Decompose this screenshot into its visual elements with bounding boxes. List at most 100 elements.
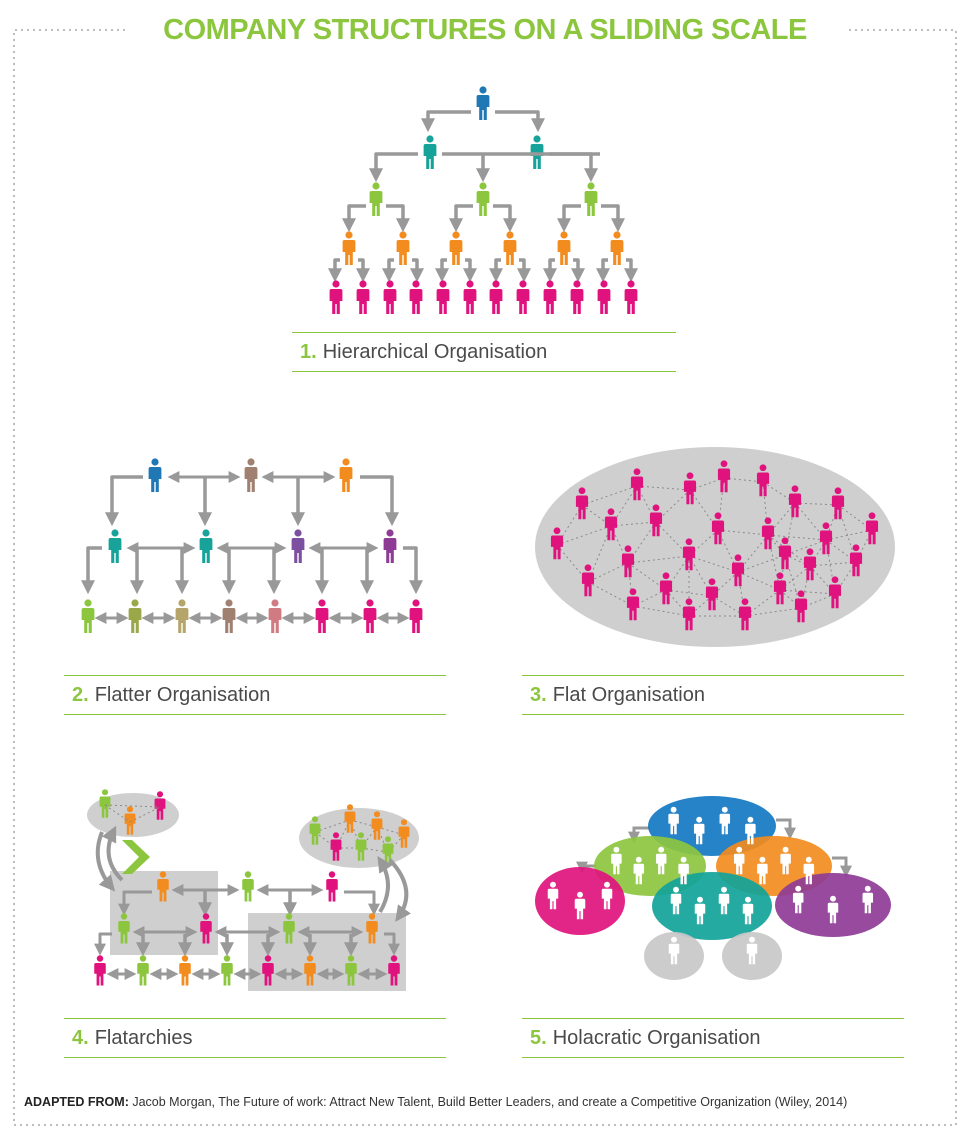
section-1-label: Hierarchical Organisation (322, 341, 548, 363)
person-icon (179, 955, 191, 986)
curved-arrow-icon (95, 831, 116, 892)
person-icon (137, 955, 149, 986)
person-icon (326, 871, 338, 902)
person-icon (570, 280, 584, 314)
network-link (779, 565, 811, 591)
connector-line (410, 258, 424, 283)
connector-line (403, 546, 423, 595)
network-link (581, 504, 612, 527)
hierarchical-diagram (328, 86, 638, 314)
network-link (794, 502, 839, 506)
person-icon (530, 135, 544, 169)
network-link (665, 555, 690, 591)
person-icon (128, 599, 142, 633)
section-4-caption: 4.Flatarchies (72, 1027, 193, 1050)
section-4-rule-bottom (64, 1057, 446, 1058)
network-link (104, 804, 131, 823)
connector-line (386, 204, 410, 233)
person-icon (476, 182, 490, 216)
person-icon (175, 599, 189, 633)
connector-line (489, 258, 503, 283)
holacratic-diagram (535, 796, 891, 980)
section-3-rule-top (522, 675, 904, 676)
connector-line (384, 932, 400, 956)
connector-line (342, 204, 366, 233)
network-link (784, 539, 827, 556)
connector-line (495, 110, 545, 133)
chevron-right-icon (122, 840, 150, 874)
person-icon (557, 231, 571, 265)
network-link (665, 589, 690, 617)
network-link (767, 502, 796, 536)
section-1-number: 1. (300, 341, 317, 363)
person-icon (503, 231, 517, 265)
person-icon (383, 529, 397, 563)
curved-arrow-icon (388, 858, 412, 922)
network-link (688, 529, 719, 557)
section-2-label: Flatter Organisation (94, 684, 271, 706)
section-3-caption: 3.Flat Organisation (530, 684, 705, 707)
person-icon (516, 280, 530, 314)
connector-line (601, 204, 625, 233)
section-4-number: 4. (72, 1027, 89, 1049)
section-5-label: Holacratic Organisation (552, 1027, 761, 1049)
person-icon (339, 458, 353, 492)
network-link (129, 806, 161, 823)
section-5-number: 5. (530, 1027, 547, 1049)
network-link (711, 595, 746, 617)
person-icon (148, 458, 162, 492)
section-2-rule-top (64, 675, 446, 676)
arrow-icon (628, 826, 650, 844)
person-icon (221, 955, 233, 986)
section-3-number: 3. (530, 684, 547, 706)
person-icon (423, 135, 437, 169)
connector-line (81, 546, 102, 595)
person-icon (584, 182, 598, 216)
person-icon (199, 529, 213, 563)
network-link (784, 502, 796, 556)
network-link (627, 555, 690, 564)
connector-line (517, 258, 531, 283)
person-icon (315, 599, 329, 633)
person-icon (436, 280, 450, 314)
connector-line (449, 204, 473, 233)
team-box (248, 913, 406, 991)
curved-arrow-icon (101, 825, 124, 882)
flatter-diagram (81, 458, 423, 633)
connector-line (382, 258, 396, 283)
section-2-caption: 2.Flatter Organisation (72, 684, 270, 707)
connector-line (543, 258, 557, 283)
person-icon (489, 280, 503, 314)
connector-line (94, 932, 112, 956)
network-link (711, 571, 739, 597)
flat-ellipse (535, 447, 895, 647)
section-3-rule-bottom (522, 714, 904, 715)
person-icon (543, 280, 557, 314)
flatarchies-diagram (87, 789, 419, 991)
section-2-rule-bottom (64, 714, 446, 715)
network-link (587, 562, 629, 583)
section-3-label: Flat Organisation (552, 684, 705, 706)
connector-line (344, 890, 380, 916)
person-icon (610, 231, 624, 265)
section-4-label: Flatarchies (94, 1027, 193, 1049)
network-link (723, 477, 764, 483)
person-icon (329, 280, 343, 314)
person-icon (449, 231, 463, 265)
connector-line (493, 204, 517, 233)
connector-line (463, 258, 477, 283)
connector-line (571, 258, 585, 283)
footer-text: Jacob Morgan, The Future of work: Attrac… (132, 1095, 848, 1109)
person-icon (291, 529, 305, 563)
person-icon (356, 280, 370, 314)
person-icon (108, 529, 122, 563)
person-icon (222, 599, 236, 633)
flat-diagram (535, 447, 895, 647)
connector-line (557, 204, 581, 233)
connector-line (435, 258, 449, 283)
network-link (737, 554, 786, 573)
section-4-rule-top (64, 1018, 446, 1019)
person-icon (463, 280, 477, 314)
network-link (587, 581, 634, 607)
page-title: COMPANY STRUCTURES ON A SLIDING SCALE (163, 14, 807, 46)
